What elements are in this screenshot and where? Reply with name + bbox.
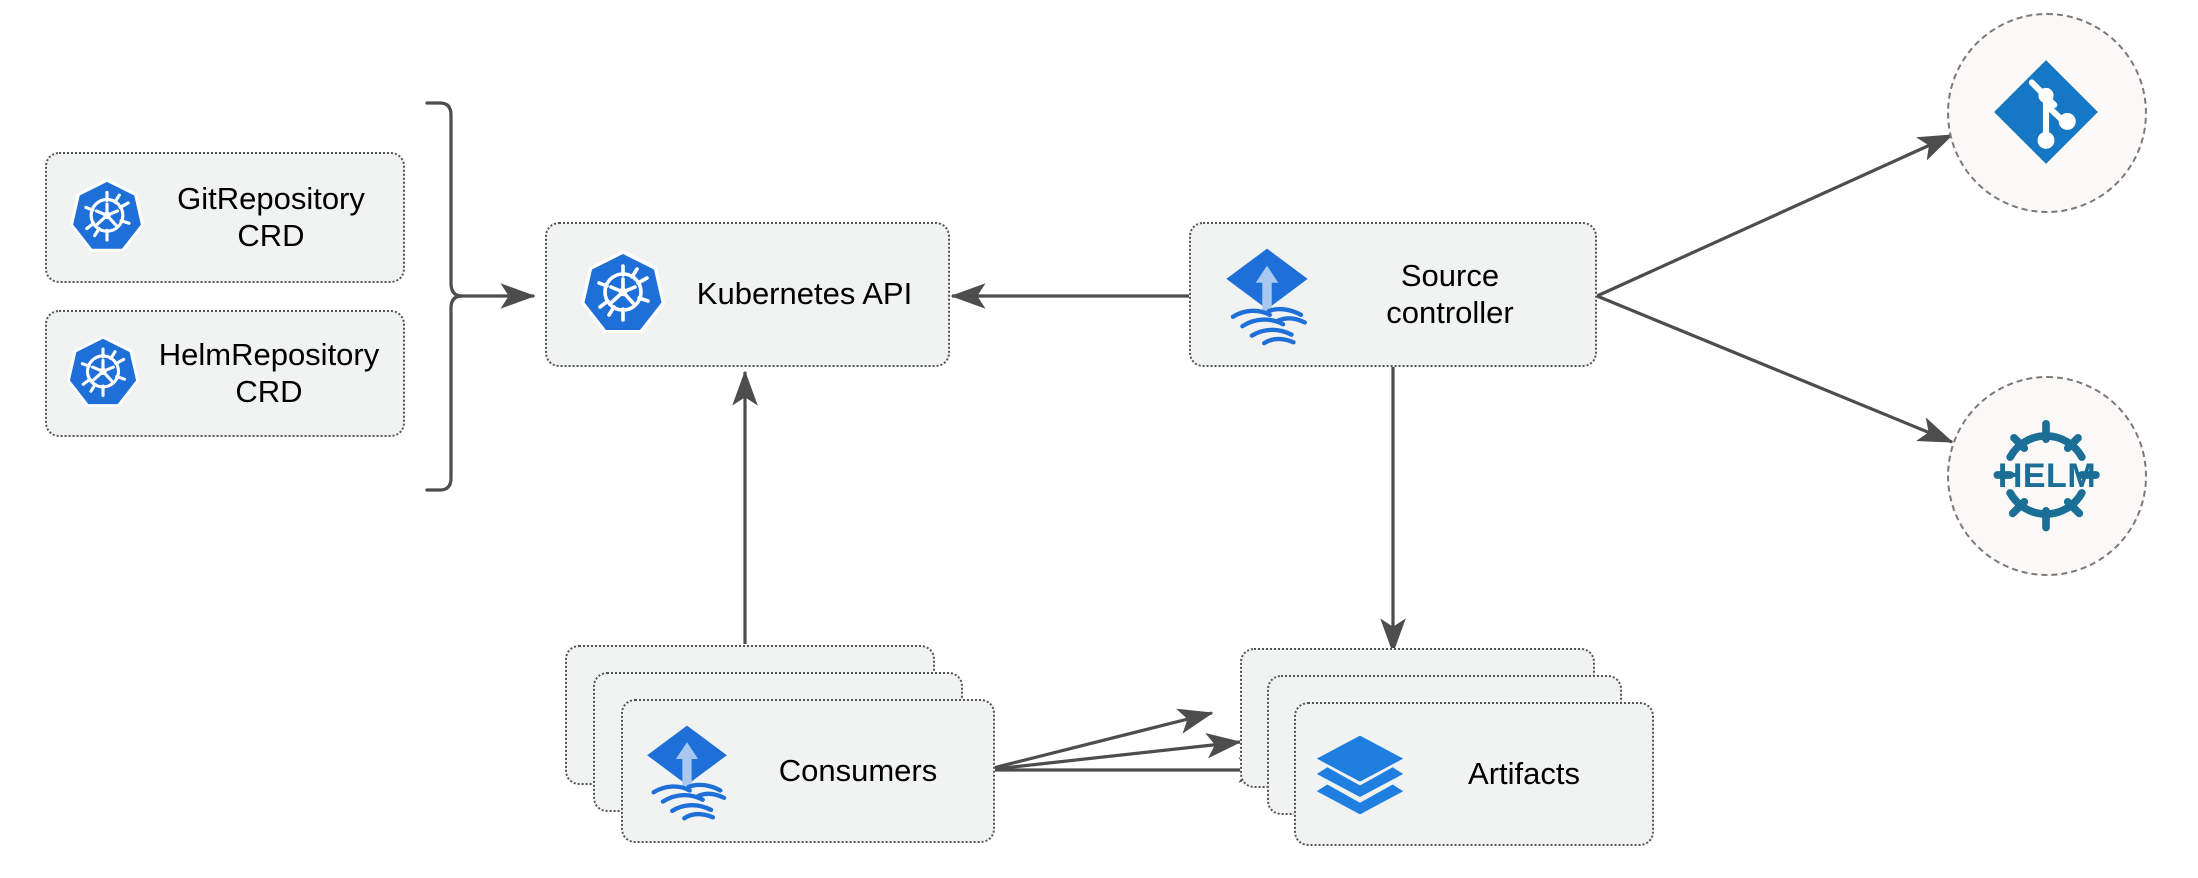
- node-git-source[interactable]: [1947, 13, 2147, 213]
- edge-consumers-to-artifacts-back: [984, 708, 1214, 772]
- node-label-kubernetes-api: Kubernetes API: [696, 276, 913, 312]
- node-label-consumers: Consumers: [778, 752, 938, 788]
- node-artifacts[interactable]: Artifacts: [1294, 702, 1654, 846]
- kubernetes-icon: [571, 243, 675, 347]
- edge-source-controller-to-git: [1596, 133, 1954, 298]
- node-helm-source[interactable]: HELM: [1947, 376, 2147, 576]
- layers-icon: [1310, 724, 1410, 824]
- node-artifacts-stack: Artifacts: [1240, 648, 1680, 858]
- node-git-repository-crd[interactable]: GitRepository CRD: [45, 152, 405, 283]
- flux-icon: [637, 721, 737, 821]
- node-kubernetes-api[interactable]: Kubernetes API: [545, 222, 950, 367]
- git-icon: [1987, 53, 2107, 173]
- node-label-artifacts: Artifacts: [1468, 755, 1580, 791]
- node-consumers-stack: Consumers: [565, 645, 1000, 855]
- crd-group-bracket: [425, 101, 536, 492]
- node-label-source-controller: Source controller: [1386, 257, 1514, 330]
- kubernetes-icon: [57, 328, 149, 420]
- helm-wordmark: HELM: [1997, 456, 2097, 495]
- node-label-helm-repository-crd: HelmRepository CRD: [158, 336, 380, 409]
- node-helm-repository-crd[interactable]: HelmRepository CRD: [45, 310, 405, 437]
- node-label-git-repository-crd: GitRepository CRD: [177, 180, 365, 253]
- node-source-controller[interactable]: Source controller: [1189, 222, 1597, 367]
- edge-consumers-to-artifacts-middle: [984, 732, 1242, 772]
- helm-icon: HELM: [1982, 411, 2112, 541]
- edge-source-controller-to-helm: [1596, 294, 1954, 444]
- node-consumers[interactable]: Consumers: [621, 699, 995, 843]
- flux-icon: [1215, 243, 1319, 347]
- kubernetes-icon: [61, 172, 153, 264]
